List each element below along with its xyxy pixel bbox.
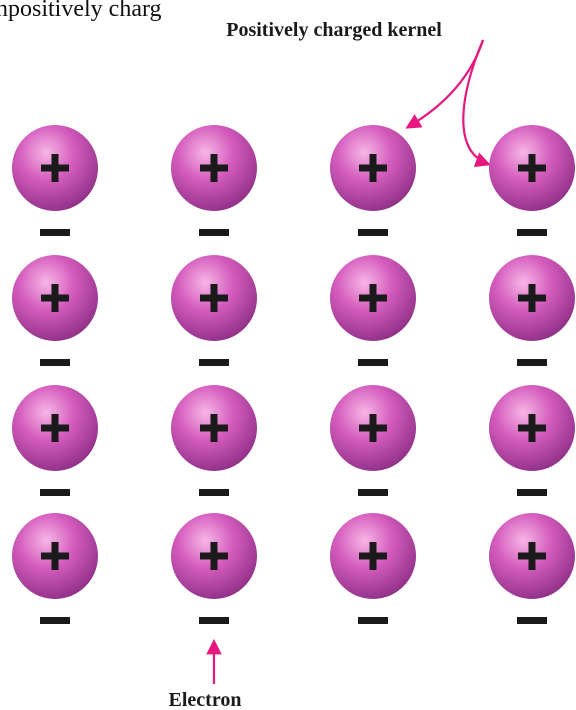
- electron-minus-sign: [199, 229, 229, 236]
- positive-kernel: [12, 385, 98, 471]
- positive-kernel: [171, 125, 257, 211]
- positive-kernel: [330, 385, 416, 471]
- electron-minus-sign: [517, 617, 547, 624]
- electron-minus-sign: [40, 617, 70, 624]
- positive-kernel: [12, 125, 98, 211]
- positive-kernel: [330, 125, 416, 211]
- kernel-arrow-2: [463, 40, 488, 164]
- kernel-label: Positively charged kernel: [226, 19, 442, 41]
- positive-kernel: [489, 125, 575, 211]
- positive-kernel: [330, 513, 416, 599]
- electron-minus-sign: [358, 617, 388, 624]
- electron-minus-sign: [517, 229, 547, 236]
- electron-minus-sign: [40, 229, 70, 236]
- positive-kernel: [171, 513, 257, 599]
- caption-fragment: npositively charg: [0, 0, 162, 22]
- positive-kernel: [12, 513, 98, 599]
- electron-minus-sign: [517, 359, 547, 366]
- kernel-arrow-1: [408, 40, 483, 127]
- positive-kernel: [171, 385, 257, 471]
- positive-kernel: [330, 255, 416, 341]
- positive-kernel: [489, 255, 575, 341]
- electron-minus-sign: [40, 489, 70, 496]
- electron-minus-sign: [358, 359, 388, 366]
- positive-kernel: [12, 255, 98, 341]
- positive-kernel: [171, 255, 257, 341]
- electron-minus-sign: [199, 617, 229, 624]
- positive-kernel: [489, 385, 575, 471]
- electron-minus-sign: [517, 489, 547, 496]
- electron-minus-sign: [358, 489, 388, 496]
- lattice-grid: [12, 125, 575, 624]
- electron-minus-sign: [199, 489, 229, 496]
- electron-minus-sign: [199, 359, 229, 366]
- electron-minus-sign: [358, 229, 388, 236]
- electron-label: Electron: [169, 689, 242, 710]
- positive-kernel: [489, 513, 575, 599]
- electron-minus-sign: [40, 359, 70, 366]
